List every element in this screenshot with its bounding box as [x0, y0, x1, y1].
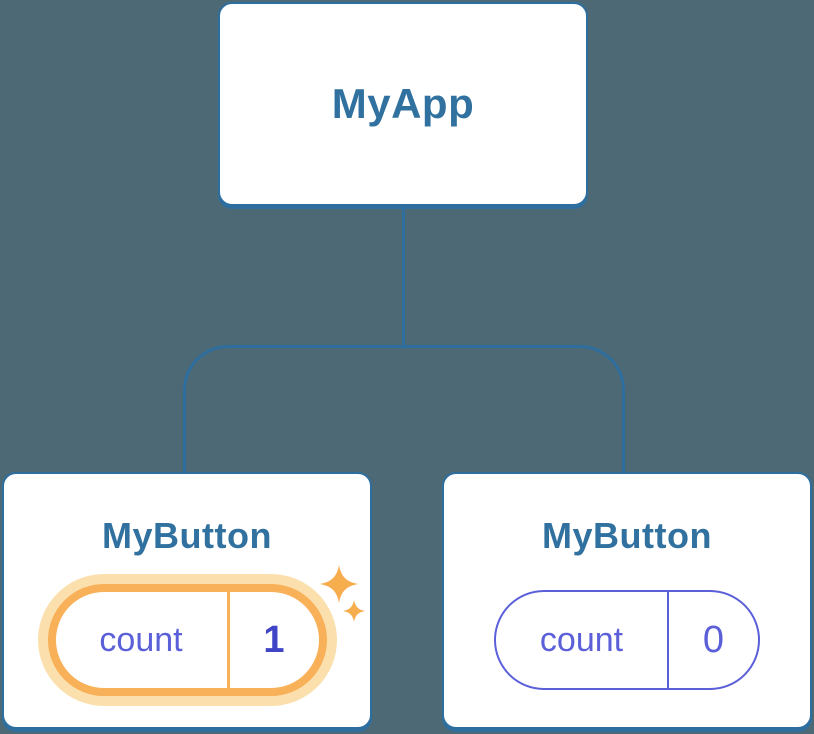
child-node-title: MyButton — [102, 515, 272, 556]
sparkle-large-icon — [320, 565, 358, 603]
child-node-title: MyButton — [542, 515, 712, 556]
connector-stem — [402, 205, 405, 348]
state-value: 1 — [263, 618, 285, 661]
state-label: count — [99, 620, 183, 659]
child-node-unchanged: MyButton count 0 — [442, 472, 812, 729]
pill-divider — [667, 592, 669, 688]
child-node-updated: MyButton count 1 — [2, 472, 372, 729]
connector-bracket — [183, 345, 625, 480]
state-label: count — [539, 620, 624, 659]
pill-divider — [226, 592, 230, 688]
state-pill-updated: count 1 — [47, 584, 327, 696]
sparkle-small-icon — [343, 600, 365, 622]
root-node: MyApp — [218, 2, 588, 206]
state-pill-unchanged: count 0 — [494, 590, 760, 690]
state-highlight-glow: count 1 — [37, 574, 337, 706]
root-node-title: MyApp — [331, 80, 475, 127]
state-value: 0 — [702, 618, 725, 661]
